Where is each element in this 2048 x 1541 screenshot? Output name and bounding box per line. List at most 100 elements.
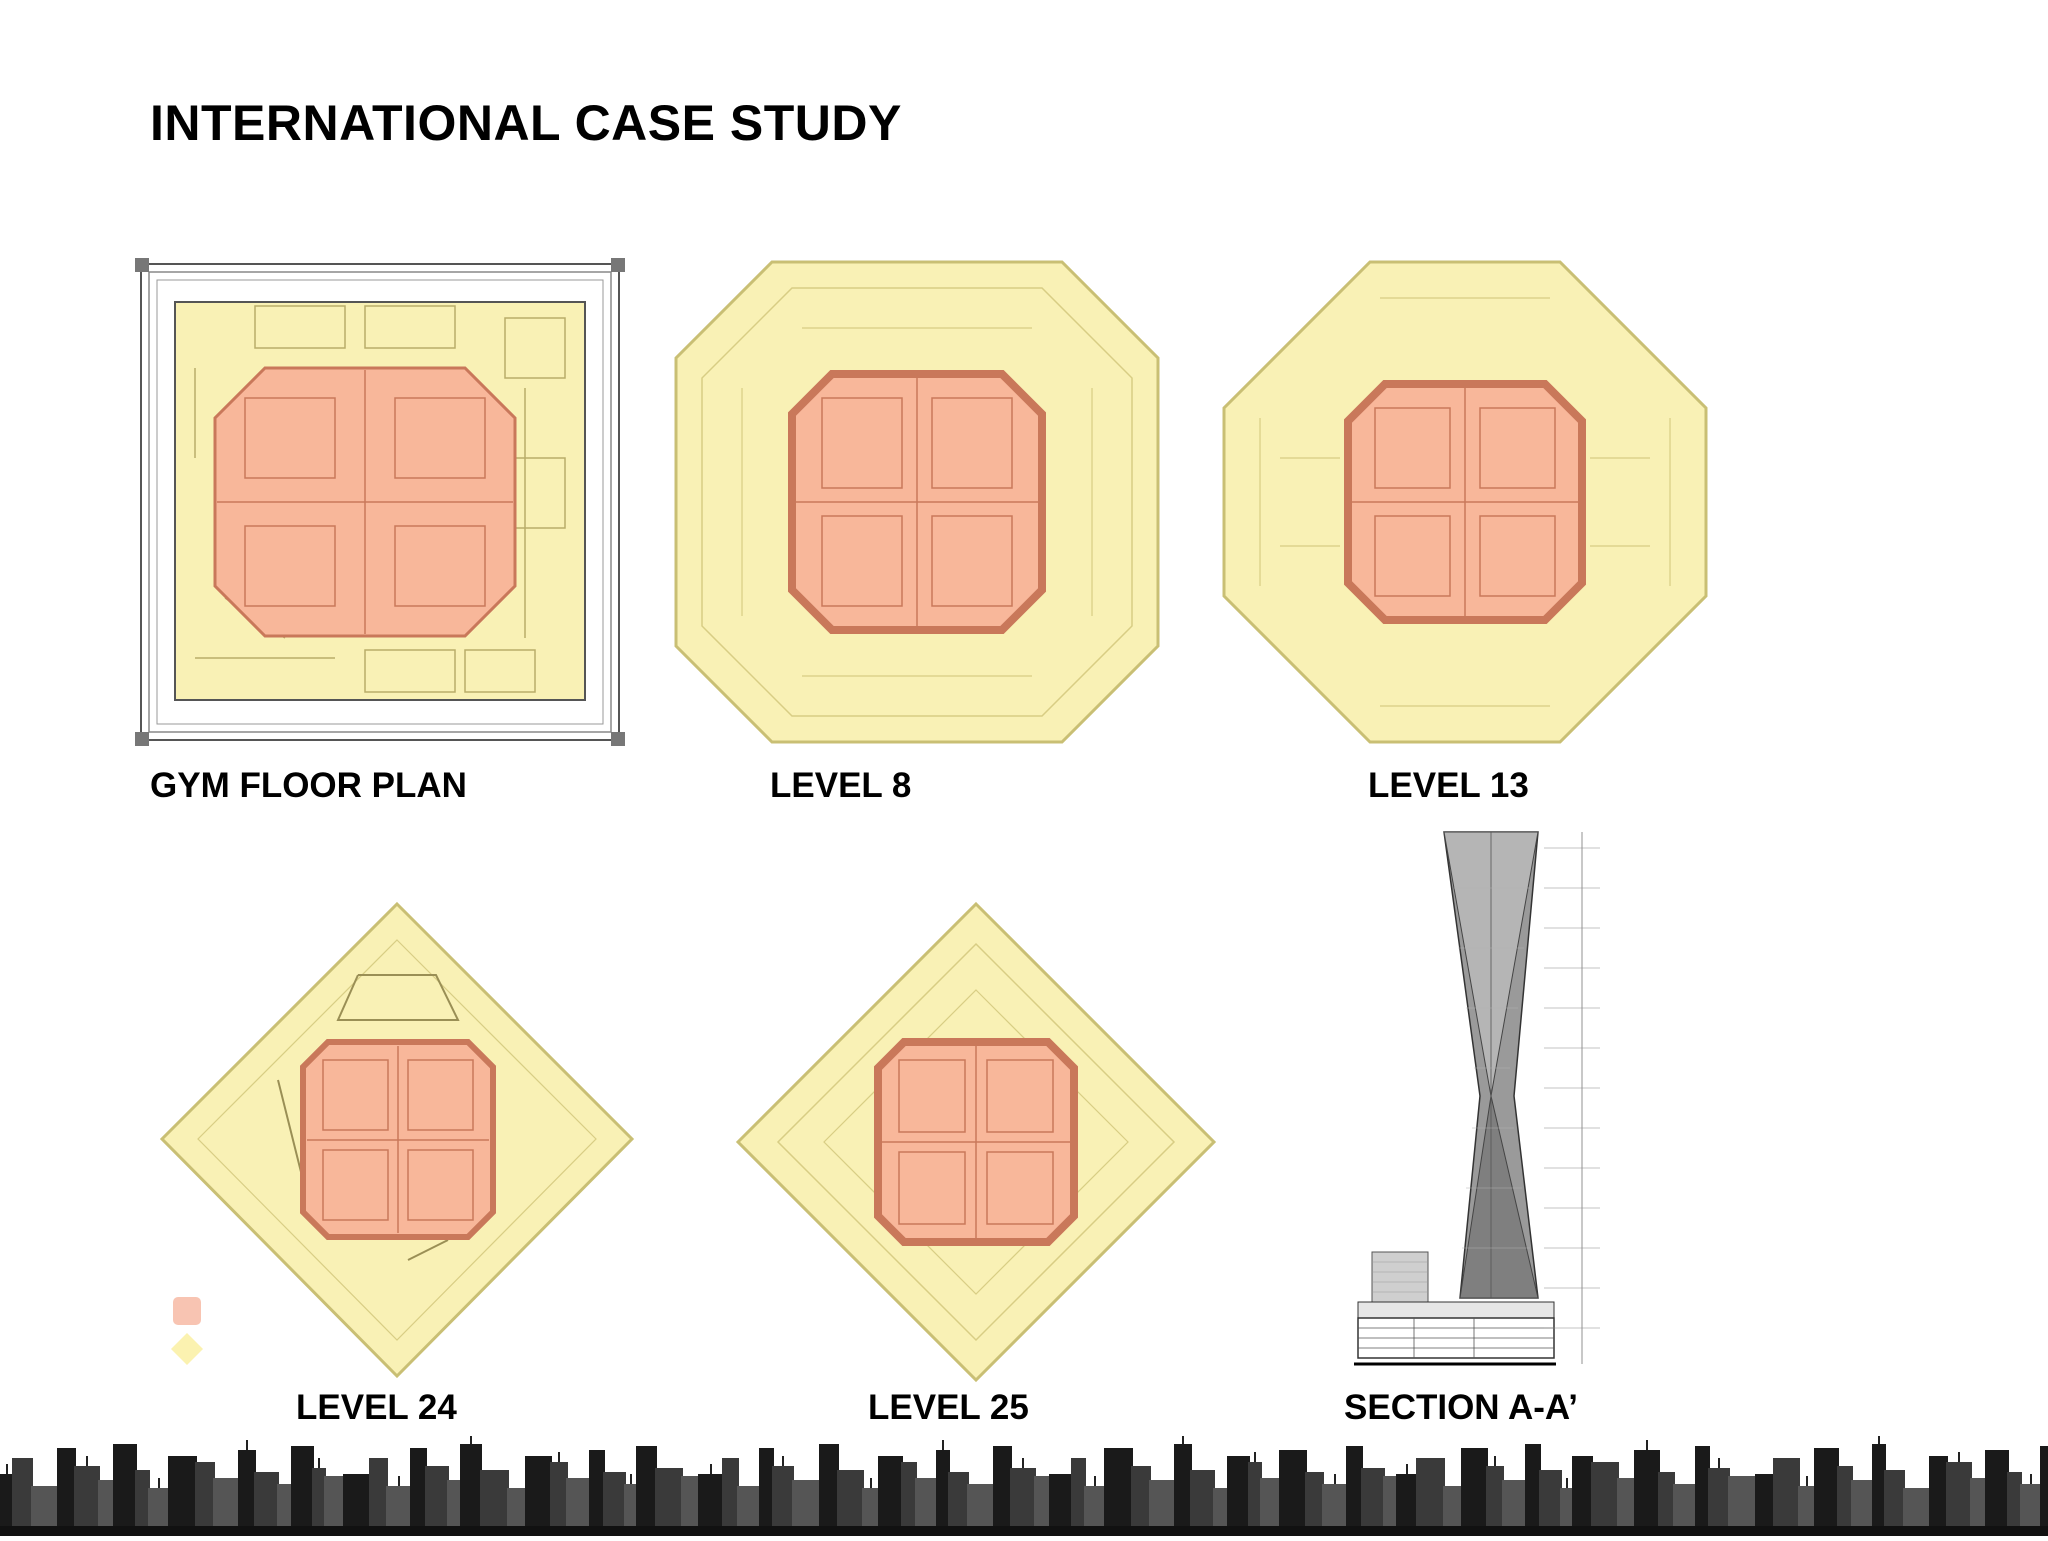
skyline-building (460, 1444, 482, 1536)
skyline-building (168, 1456, 197, 1536)
skyline-building (550, 1462, 568, 1536)
skyline-building (1708, 1468, 1730, 1536)
skyline-spire (6, 1464, 8, 1474)
skyline-spire (86, 1456, 88, 1466)
skyline-spire (2030, 1474, 2032, 1484)
skyline-building (1279, 1450, 1307, 1536)
skyline-building (507, 1488, 527, 1536)
skyline-spire (1022, 1458, 1024, 1468)
skyline-building (148, 1488, 170, 1536)
skyline-base (0, 1526, 2048, 1536)
skyline-building (1190, 1470, 1215, 1536)
skyline-building (1560, 1488, 1574, 1536)
skyline-building (1814, 1448, 1839, 1536)
skyline-building (1946, 1462, 1972, 1536)
skyline-building (369, 1458, 388, 1536)
skyline-building (1213, 1488, 1229, 1536)
skyline-building (1260, 1478, 1281, 1536)
skyline-building (1010, 1468, 1036, 1536)
skyline-building (1773, 1458, 1800, 1536)
skyline-building (1071, 1458, 1086, 1536)
skyline-spire (782, 1456, 784, 1466)
skyline-building (819, 1444, 839, 1536)
skyline-building (1084, 1486, 1106, 1536)
skyline-building (1658, 1472, 1675, 1536)
skyline-spire (1334, 1474, 1336, 1484)
floor-legend-swatch (170, 1332, 204, 1371)
skyline-building (1591, 1462, 1619, 1536)
skyline-building (901, 1462, 917, 1536)
skyline-building (1798, 1486, 1816, 1536)
level-13-plan (1220, 258, 1710, 746)
skyline-building (1985, 1450, 2009, 1536)
skyline-building (1361, 1468, 1385, 1536)
city-skyline-decoration (0, 1434, 2048, 1536)
skyline-building (1104, 1448, 1133, 1536)
skyline-building (1248, 1462, 1262, 1536)
skyline-building (1525, 1444, 1541, 1536)
skyline-building (1695, 1446, 1710, 1536)
section-drawing (1354, 828, 1604, 1368)
skyline-building (1884, 1470, 1905, 1536)
skyline-spire (1566, 1478, 1568, 1488)
level-24-plan (158, 900, 636, 1380)
skyline-spire (1646, 1440, 1648, 1450)
level-25-caption: LEVEL 25 (868, 1388, 1029, 1427)
skyline-building (1383, 1476, 1398, 1536)
skyline-building (837, 1470, 864, 1536)
level-24-caption: LEVEL 24 (296, 1388, 457, 1427)
level-8-plan (672, 258, 1162, 746)
skyline-building (1227, 1456, 1250, 1536)
skyline-spire (1806, 1476, 1808, 1486)
skyline-building (343, 1474, 371, 1536)
skyline-building (1572, 1456, 1593, 1536)
skyline-building (0, 1474, 14, 1536)
skyline-building (681, 1476, 700, 1536)
skyline-building (1049, 1474, 1073, 1536)
skyline-building (1837, 1466, 1853, 1536)
skyline-spire (246, 1440, 248, 1450)
level-8-caption: LEVEL 8 (770, 766, 912, 805)
skyline-spire (1094, 1476, 1096, 1486)
core-legend-swatch (172, 1296, 202, 1331)
skyline-building (722, 1458, 739, 1536)
skyline-building (238, 1450, 256, 1536)
skyline-spire (558, 1452, 560, 1462)
skyline-building (1970, 1478, 1987, 1536)
skyline-building (1174, 1444, 1192, 1536)
skyline-building (878, 1456, 903, 1536)
skyline-building (603, 1472, 626, 1536)
skyline-building (1486, 1466, 1504, 1536)
skyline-building (12, 1458, 33, 1536)
skyline-building (425, 1466, 449, 1536)
skyline-spire (1182, 1434, 1184, 1444)
skyline-building (1929, 1456, 1948, 1536)
skyline-building (74, 1466, 100, 1536)
skyline-spire (158, 1478, 160, 1488)
skyline-building (1634, 1450, 1660, 1536)
skyline-building (698, 1474, 724, 1536)
skyline-spire (1718, 1458, 1720, 1468)
level-25-plan (734, 900, 1218, 1384)
skyline-building (655, 1468, 683, 1536)
skyline-building (636, 1446, 657, 1536)
skyline-building (1755, 1474, 1775, 1536)
skyline-spire (710, 1464, 712, 1474)
skyline-building (254, 1472, 279, 1536)
skyline-building (57, 1448, 76, 1536)
skyline-spire (1254, 1452, 1256, 1462)
skyline-building (948, 1472, 969, 1536)
skyline-building (624, 1484, 638, 1536)
skyline-building (1346, 1446, 1363, 1536)
skyline-building (1034, 1476, 1051, 1536)
skyline-building (277, 1484, 293, 1536)
skyline-building (2040, 1446, 2048, 1536)
gym-floor-plan (135, 258, 625, 746)
page-title: INTERNATIONAL CASE STUDY (150, 95, 902, 151)
skyline-building (1872, 1444, 1886, 1536)
skyline-building (1851, 1480, 1874, 1536)
skyline-building (1131, 1466, 1151, 1536)
skyline-building (2007, 1472, 2022, 1536)
skyline-building (291, 1446, 314, 1536)
skyline-building (1617, 1478, 1636, 1536)
